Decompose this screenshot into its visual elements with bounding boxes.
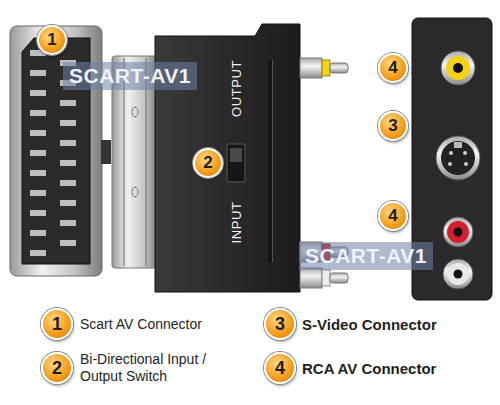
plug-sleeve: [300, 268, 322, 288]
switch-knob: [230, 148, 242, 162]
scart-tab: [101, 140, 111, 164]
jack-red: [447, 221, 469, 243]
jack-hole: [454, 270, 463, 279]
switch-label: OUTPUT: [229, 59, 244, 116]
key-number: 1: [41, 308, 73, 340]
jack-rim: [443, 259, 473, 289]
key-text: Bi-Directional Input / Output Switch: [80, 351, 212, 385]
jack-hole: [453, 63, 463, 73]
jack-rim: [441, 51, 475, 85]
svideo-pin: [463, 151, 467, 155]
svideo-pin: [448, 162, 452, 166]
watermark: SCART-AV1: [63, 62, 197, 90]
key-text: Scart AV Connector: [80, 316, 202, 333]
callout-number: 2: [193, 148, 223, 178]
collar-mark: [132, 107, 138, 117]
jack-white: [447, 263, 469, 285]
key-text: S-Video Connector: [302, 316, 437, 333]
rca-plug-white: [300, 268, 348, 288]
collar-mark: [132, 187, 138, 197]
key-number: 2: [41, 352, 73, 384]
plug-pin: [330, 63, 348, 73]
switch-slot: [227, 144, 245, 182]
key-number: 3: [264, 308, 296, 340]
plug-ring: [322, 270, 330, 286]
svideo-pin: [464, 162, 468, 166]
callout-number: 4: [378, 53, 408, 83]
svideo-key: [454, 142, 462, 148]
svideo-rim: [436, 136, 480, 180]
rca-plug-yellow: [300, 58, 348, 78]
jack-hole: [454, 228, 463, 237]
switch-label: INPUT: [229, 201, 244, 243]
callout-number: 4: [378, 201, 408, 231]
plug-pin: [330, 273, 348, 283]
callout-number: 3: [378, 111, 408, 141]
plug-ring: [322, 60, 330, 76]
svideo-pin: [449, 151, 453, 155]
callout-number: 1: [37, 25, 67, 55]
jack-yellow: [446, 56, 470, 80]
watermark: SCART-AV1: [299, 242, 433, 270]
body-slot-highlight: [272, 60, 273, 262]
body-slot: [269, 60, 272, 262]
key-text: RCA AV Connector: [302, 360, 436, 377]
key-number: 4: [264, 352, 296, 384]
svideo-socket: [441, 141, 475, 175]
plug-sleeve: [300, 58, 322, 78]
jack-rim: [443, 217, 473, 247]
